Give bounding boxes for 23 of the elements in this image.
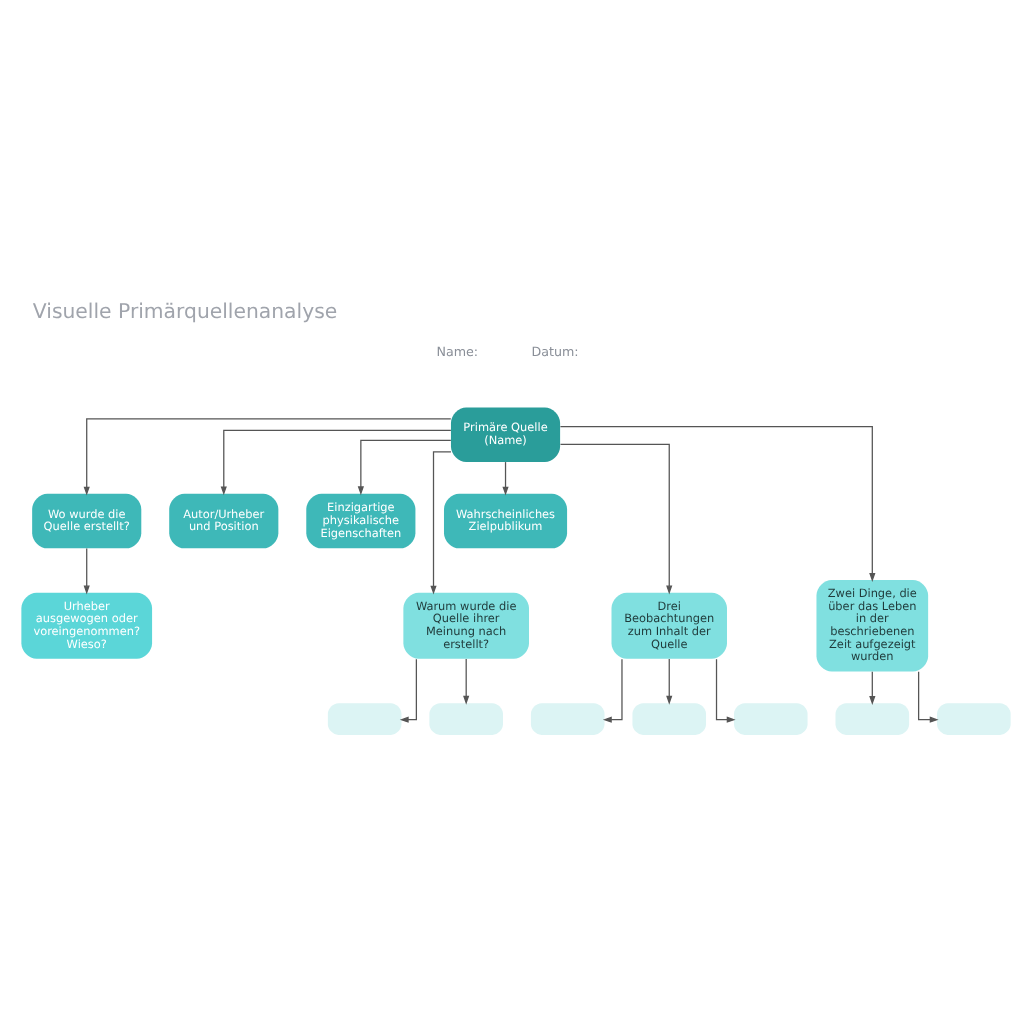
arrow — [357, 439, 452, 496]
arrow — [559, 443, 673, 595]
arrow — [715, 658, 736, 723]
arrow — [463, 658, 470, 705]
node-box — [429, 703, 503, 735]
arrow — [666, 658, 673, 705]
arrow — [869, 671, 876, 705]
node-box — [733, 703, 808, 735]
node-box — [937, 703, 1011, 735]
arrow — [918, 671, 939, 723]
diagram-title: Visuelle Primärquellenanalyse — [32, 302, 338, 325]
arrow — [399, 658, 417, 723]
arrow — [559, 425, 876, 582]
arrow — [83, 418, 452, 496]
node-box — [835, 703, 910, 735]
arrow — [430, 451, 452, 595]
node-box — [530, 703, 605, 735]
node-box — [632, 703, 707, 735]
arrow — [602, 658, 623, 723]
arrow — [83, 547, 90, 595]
arrow — [502, 461, 509, 496]
arrow — [220, 429, 452, 496]
node-box — [327, 703, 402, 735]
